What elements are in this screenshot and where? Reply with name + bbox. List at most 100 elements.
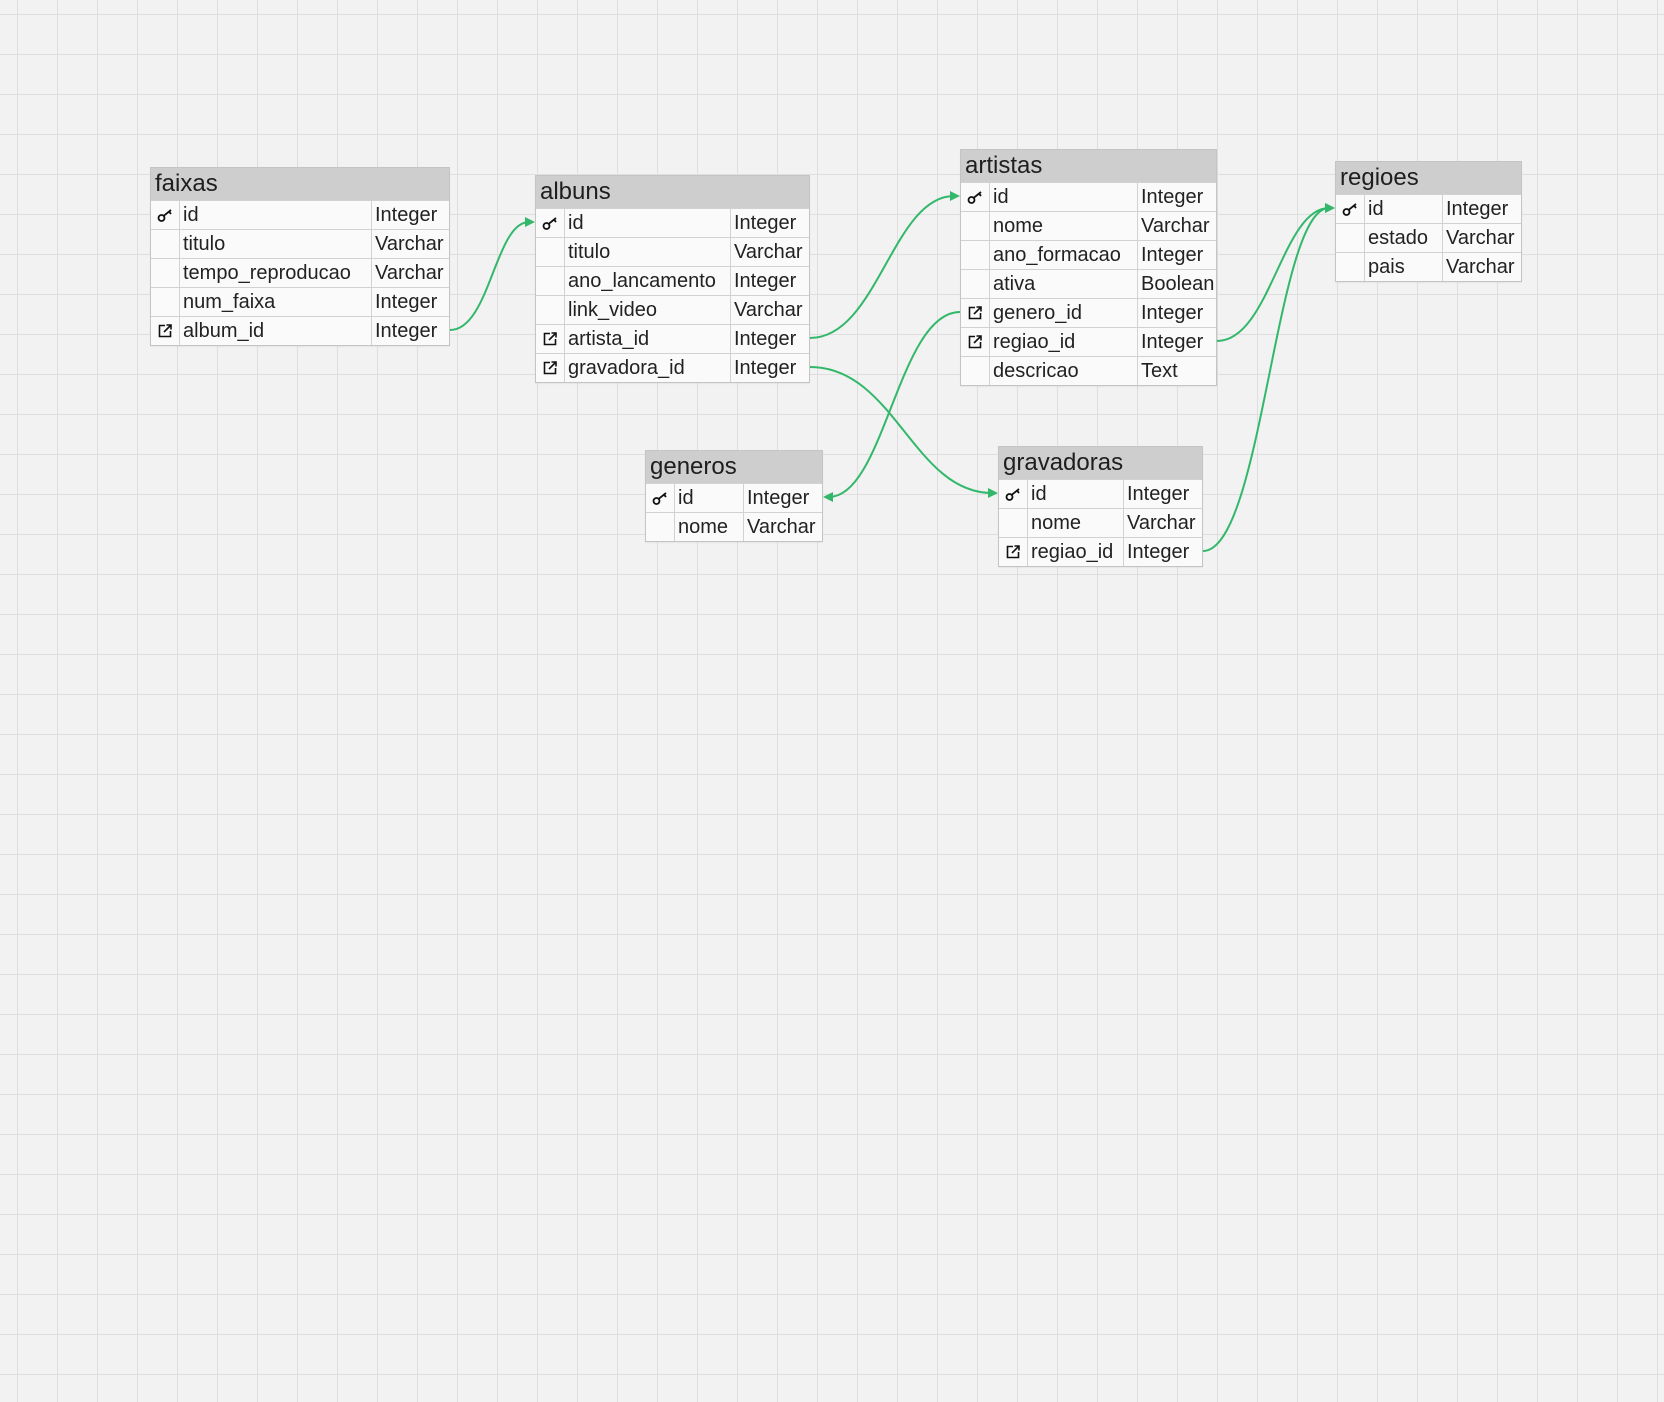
- column-type: Integer: [375, 204, 438, 226]
- empty-icon-cell: [961, 270, 990, 298]
- relation-artistas-regiao_id-to-regioes[interactable]: [1216, 207, 1330, 342]
- table-title[interactable]: generos: [646, 451, 822, 483]
- table-title[interactable]: albuns: [536, 176, 809, 208]
- arrowhead: [950, 191, 960, 201]
- column-type: Integer: [375, 320, 438, 342]
- key-icon: [646, 484, 675, 512]
- arrowhead: [823, 492, 833, 502]
- column-type: Varchar: [1127, 512, 1196, 534]
- empty-icon-cell: [151, 230, 180, 258]
- empty-icon-cell: [961, 212, 990, 240]
- relation-gravadoras-regiao_id-to-regioes[interactable]: [1202, 207, 1330, 552]
- foreign-key-icon: [536, 354, 565, 382]
- empty-icon-cell: [151, 288, 180, 316]
- column-type: Varchar: [1446, 227, 1515, 249]
- column-type: Varchar: [734, 241, 803, 263]
- column-type: Integer: [734, 328, 797, 350]
- table-title[interactable]: regioes: [1336, 162, 1521, 194]
- key-icon: [1336, 195, 1365, 223]
- column-type: Integer: [1127, 483, 1190, 505]
- column-name: gravadora_id: [565, 354, 731, 382]
- column-name: ativa: [990, 270, 1138, 298]
- column-name: artista_id: [565, 325, 731, 353]
- column-name: regiao_id: [990, 328, 1138, 356]
- empty-icon-cell: [961, 241, 990, 269]
- column-type: Varchar: [1141, 215, 1210, 237]
- arrowhead: [1325, 203, 1335, 213]
- column-name: album_id: [180, 317, 372, 345]
- relation-faixas-album_id-to-albuns[interactable]: [449, 221, 530, 331]
- column-name: genero_id: [990, 299, 1138, 327]
- column-type: Integer: [734, 212, 797, 234]
- arrowhead: [988, 488, 998, 498]
- relation-albuns-artista_id-to-artistas[interactable]: [809, 195, 955, 339]
- column-name: link_video: [565, 296, 731, 324]
- column-name: titulo: [565, 238, 731, 266]
- column-name: ano_formacao: [990, 241, 1138, 269]
- table-title[interactable]: faixas: [151, 168, 449, 200]
- foreign-key-icon: [536, 325, 565, 353]
- column-type: Varchar: [747, 516, 816, 538]
- column-name: nome: [1028, 509, 1124, 537]
- column-type: Integer: [375, 291, 438, 313]
- table-title[interactable]: artistas: [961, 150, 1216, 182]
- column-name: num_faixa: [180, 288, 372, 316]
- column-name: descricao: [990, 357, 1138, 385]
- empty-icon-cell: [961, 357, 990, 385]
- empty-icon-cell: [536, 267, 565, 295]
- column-name: id: [180, 201, 372, 229]
- foreign-key-icon: [151, 317, 180, 345]
- empty-icon-cell: [536, 296, 565, 324]
- column-name: titulo: [180, 230, 372, 258]
- foreign-key-icon: [961, 299, 990, 327]
- column-type: Integer: [1127, 541, 1190, 563]
- column-name: nome: [675, 513, 744, 541]
- arrowhead: [1325, 203, 1335, 213]
- column-name: id: [1028, 480, 1124, 508]
- column-name: regiao_id: [1028, 538, 1124, 566]
- empty-icon-cell: [1336, 253, 1365, 281]
- table-title[interactable]: gravadoras: [999, 447, 1202, 479]
- column-type: Integer: [747, 487, 810, 509]
- arrowhead: [525, 217, 535, 227]
- column-type: Varchar: [375, 262, 444, 284]
- column-type: Integer: [1141, 302, 1204, 324]
- foreign-key-icon: [999, 538, 1028, 566]
- column-type: Integer: [1141, 244, 1204, 266]
- empty-icon-cell: [1336, 224, 1365, 252]
- relation-artistas-genero_id-to-generos[interactable]: [828, 311, 961, 498]
